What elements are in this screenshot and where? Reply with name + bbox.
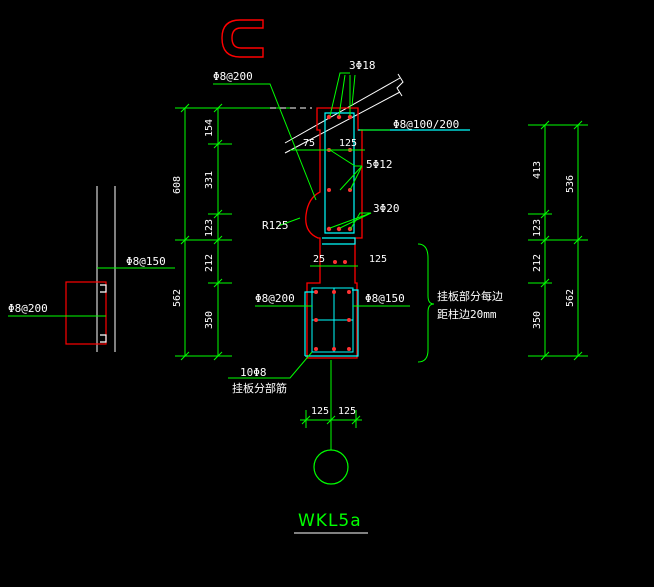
label-mid-stirrup: Φ8@200 <box>255 292 295 305</box>
dim-left-outer-upper: 608 <box>172 176 183 194</box>
hook-symbol-shape <box>221 19 264 58</box>
slab-lines <box>270 73 404 154</box>
dim-width-125-bottom-right: 125 <box>338 406 356 417</box>
left-dimension-lines <box>175 103 290 361</box>
label-upper-stirrup: Φ8@200 <box>213 70 253 83</box>
dim-width-125-top: 125 <box>339 138 357 149</box>
dim-left-331: 331 <box>204 171 215 189</box>
dim-right-536: 536 <box>565 175 576 193</box>
dim-left-outer-lower: 562 <box>172 289 183 307</box>
right-dimension-lines <box>528 120 588 361</box>
label-mid-tie: Φ8@150 <box>365 292 405 305</box>
dim-width-25: 25 <box>313 254 325 265</box>
dim-right-123: 123 <box>532 219 543 237</box>
stirrups <box>304 112 470 357</box>
axis-bubble <box>313 449 349 485</box>
leader-lines <box>213 72 435 379</box>
left-tie-label: Φ8@150 <box>126 255 166 268</box>
label-top-bars: 3Φ18 <box>349 59 376 72</box>
dim-left-123: 123 <box>204 219 215 237</box>
dim-left-212: 212 <box>204 254 215 272</box>
dim-right-350: 350 <box>532 311 543 329</box>
label-hook-bars: 3Φ20 <box>373 202 400 215</box>
note-line-1: 挂板部分每边 <box>437 289 503 303</box>
dim-width-75: 75 <box>303 138 315 149</box>
label-slab-stirrup: Φ8@100/200 <box>393 118 459 131</box>
dim-width-125-mid: 125 <box>369 254 387 265</box>
label-radius: R125 <box>262 219 289 232</box>
width-dimension-lines <box>290 149 365 450</box>
label-side-bars: 5Φ12 <box>366 158 393 171</box>
dim-left-154: 154 <box>204 119 215 137</box>
left-stirrup-label: Φ8@200 <box>8 302 48 315</box>
dim-right-212: 212 <box>532 254 543 272</box>
left-side-detail <box>8 186 175 352</box>
note-line-2: 距柱边20mm <box>437 307 497 321</box>
dim-left-350: 350 <box>204 311 215 329</box>
label-bottom-note: 挂板分部筋 <box>232 381 287 395</box>
dim-right-562: 562 <box>565 289 576 307</box>
label-bottom-bars: 10Φ8 <box>240 366 267 379</box>
dim-right-413: 413 <box>532 161 543 179</box>
drawing-title: WKL5a <box>298 511 362 531</box>
dim-width-125-bottom-left: 125 <box>311 406 329 417</box>
